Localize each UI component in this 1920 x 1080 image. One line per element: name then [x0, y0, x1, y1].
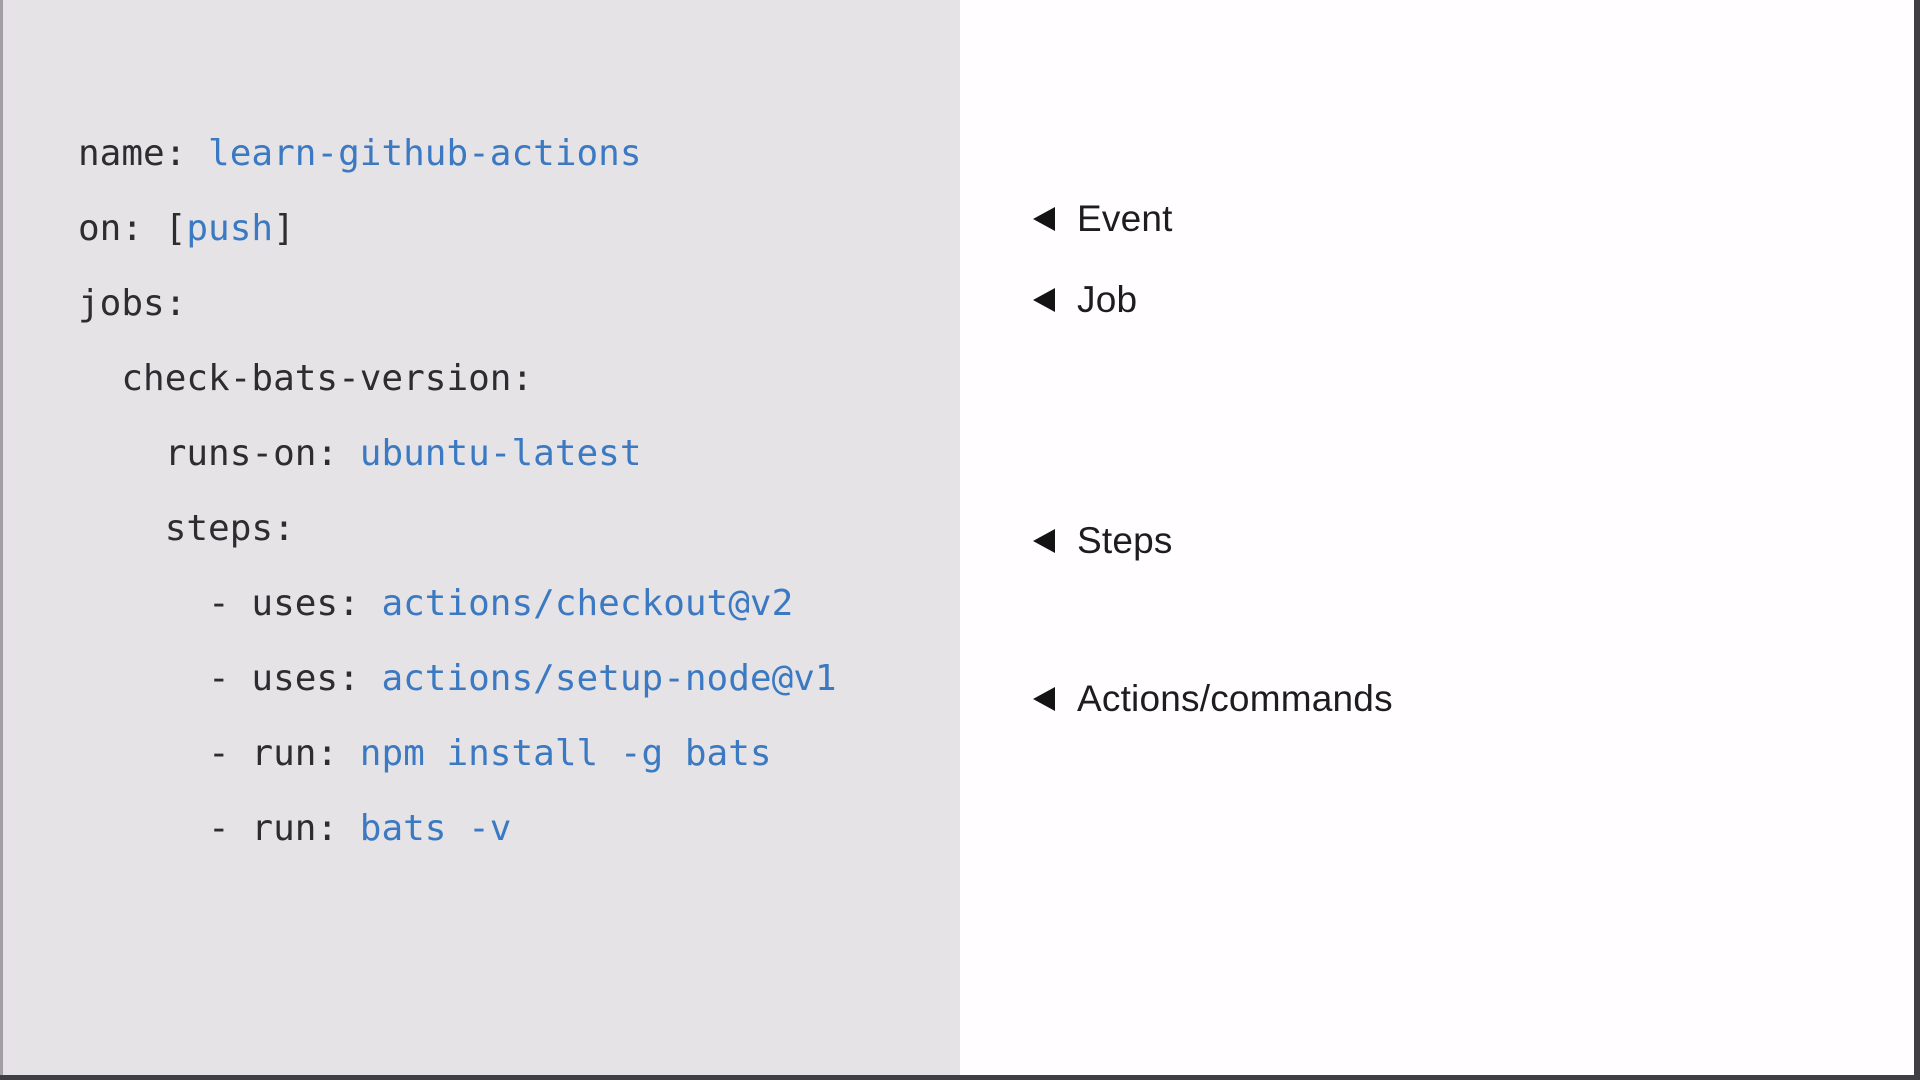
code-line: check-bats-version:	[78, 358, 534, 399]
code-panel: name: learn-github-actions on: [push] jobs…	[0, 0, 960, 1080]
left-edge-border	[0, 0, 3, 1080]
code-line: - run: bats -v	[78, 808, 512, 849]
code-line: on: [push]	[78, 208, 295, 249]
annotation-job: Job	[1033, 278, 1137, 322]
yaml-code-block: name: learn-github-actions on: [push] jobs…	[78, 116, 837, 866]
right-edge-border	[1914, 0, 1920, 1080]
annotation-label: Job	[1077, 279, 1138, 320]
left-arrow-icon	[1033, 288, 1055, 312]
code-line: jobs:	[78, 283, 187, 324]
code-line: - run: npm install -g bats	[78, 733, 772, 774]
code-line: name: learn-github-actions	[78, 133, 642, 174]
annotation-label: Event	[1077, 198, 1173, 239]
code-line: - uses: actions/checkout@v2	[78, 583, 794, 624]
code-line: steps:	[78, 508, 295, 549]
left-arrow-icon	[1033, 529, 1055, 553]
left-arrow-icon	[1033, 207, 1055, 231]
bottom-edge-border	[0, 1075, 1920, 1080]
annotation-panel: Event Job Steps Actions/commands	[960, 0, 1920, 1080]
annotation-label: Steps	[1077, 520, 1173, 561]
annotation-label: Actions/commands	[1077, 678, 1393, 719]
code-line: runs-on: ubuntu-latest	[78, 433, 642, 474]
annotation-steps: Steps	[1033, 519, 1173, 563]
annotation-actions-commands: Actions/commands	[1033, 677, 1393, 721]
left-arrow-icon	[1033, 687, 1055, 711]
annotation-event: Event	[1033, 197, 1173, 241]
code-line: - uses: actions/setup-node@v1	[78, 658, 837, 699]
